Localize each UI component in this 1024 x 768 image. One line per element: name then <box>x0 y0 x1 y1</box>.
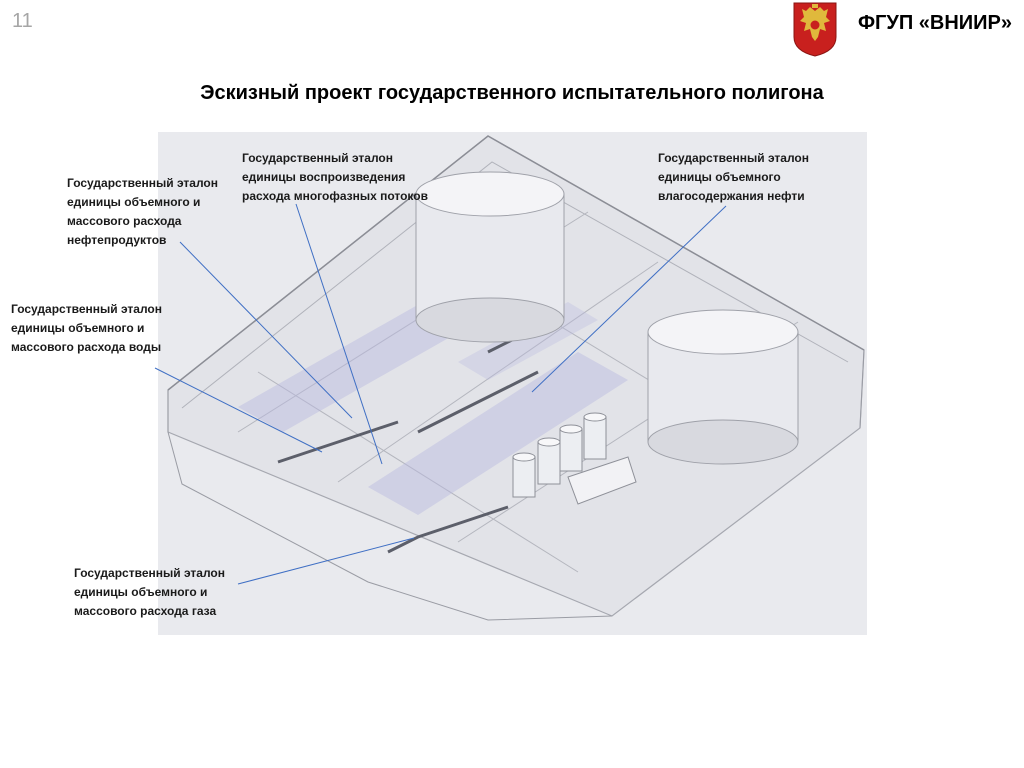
label-line: единицы воспроизведения <box>242 170 406 184</box>
label-line: единицы объемного <box>658 170 781 184</box>
page-title: Эскизный проект государственного испытат… <box>200 82 824 104</box>
testing-ground-3d-model <box>158 132 867 635</box>
label-line: массового расхода газа <box>74 604 217 618</box>
label-line: единицы объемного и <box>67 195 201 209</box>
label-line: Государственный эталон <box>242 151 394 165</box>
coat-of-arms-icon <box>793 2 837 57</box>
label-line: Государственный эталон <box>11 302 163 316</box>
organization-name: ФГУП «ВНИИР» <box>857 12 1012 34</box>
label-line: единицы объемного и <box>74 585 208 599</box>
label-line: единицы объемного и <box>11 321 145 335</box>
label-line: Государственный эталон <box>74 566 226 580</box>
label-line: нефтепродуктов <box>67 233 167 247</box>
label-oil-products-standard: Государственный эталон единицы объемного… <box>67 174 218 250</box>
label-line: массового расхода воды <box>11 340 162 354</box>
label-line: влагосодержания нефти <box>658 189 805 203</box>
label-line: Государственный эталон <box>658 151 810 165</box>
label-multiphase-standard: Государственный эталон единицы воспроизв… <box>242 149 428 206</box>
label-line: массового расхода <box>67 214 182 228</box>
label-water-cut-standard: Государственный эталон единицы объемного… <box>658 149 809 206</box>
label-line: расхода многофазных потоков <box>242 189 428 203</box>
slide-number: 11 <box>12 10 33 32</box>
label-line: Государственный эталон <box>67 176 219 190</box>
label-water-standard: Государственный эталон единицы объемного… <box>11 300 162 357</box>
label-gas-standard: Государственный эталон единицы объемного… <box>74 564 225 621</box>
